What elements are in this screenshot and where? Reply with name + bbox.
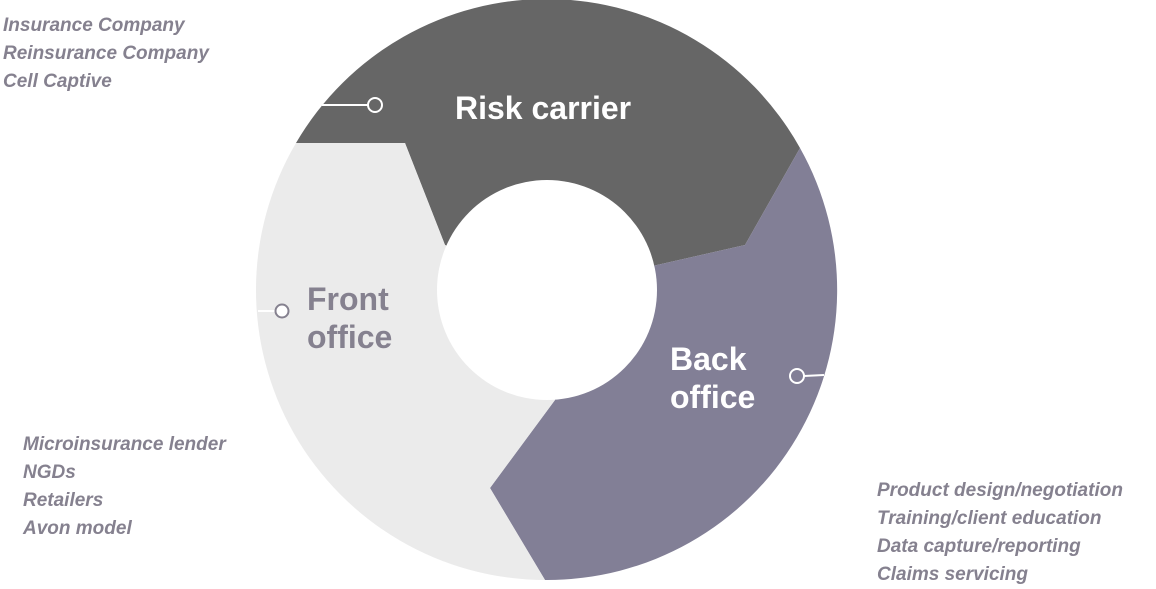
list-item: NGDs [23,462,76,483]
front-office-list: Microinsurance lender NGDs Retailers Avo… [23,431,226,543]
list-item: Microinsurance lender [23,434,226,455]
list-item: Data capture/reporting [877,536,1081,557]
connector-risk-carrier [322,97,383,113]
back-office-label-line2: office [670,379,756,415]
connector-back-office [789,368,825,384]
list-item: Insurance Company [3,15,185,36]
risk-carrier-list: Insurance Company Reinsurance Company Ce… [3,12,209,96]
risk-carrier-label: Risk carrier [455,90,632,126]
segment-back-office [490,148,838,581]
front-office-label-line2: office [307,319,393,355]
back-office-label-line1: Back [670,341,747,377]
front-office-label-line1: Front [307,281,389,317]
donut-hole [437,180,657,400]
list-item: Avon model [23,518,132,539]
back-office-list: Product design/negotiation Training/clie… [877,477,1123,589]
list-item: Cell Captive [3,71,112,92]
list-item: Training/client education [877,508,1102,529]
list-item: Product design/negotiation [877,480,1123,501]
back-office-label: Back office [670,340,755,416]
segment-risk-carrier [296,0,800,290]
list-item: Retailers [23,490,104,511]
segment-front-office [255,143,555,580]
list-item: Claims servicing [877,564,1029,585]
front-office-label: Front office [307,280,392,356]
list-item: Reinsurance Company [3,43,209,64]
connector-front-office [258,303,290,319]
